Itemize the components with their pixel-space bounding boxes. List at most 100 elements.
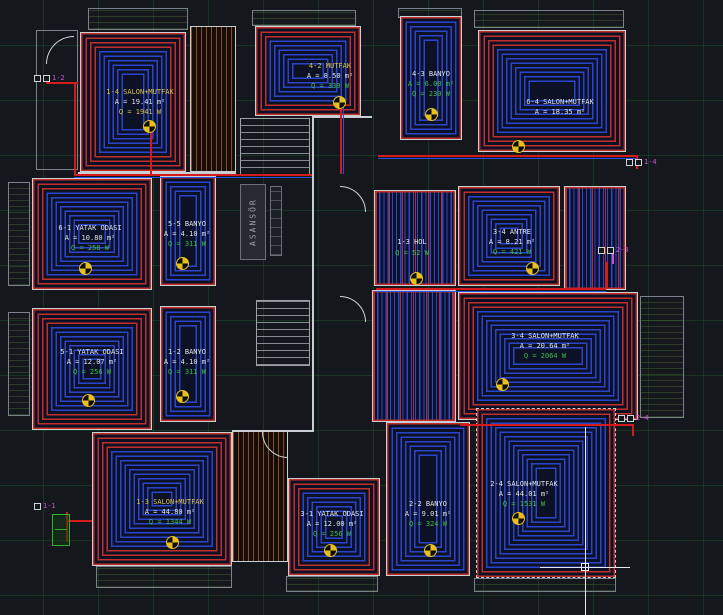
return-pipe (74, 177, 312, 178)
room-5-5-banyo[interactable] (160, 176, 216, 286)
room-label[interactable]: 4-3 BANYO A = 6.00 m² Q = 230 W (408, 70, 454, 98)
room-label[interactable]: 2-2 BANYO A = 9.01 m² Q = 324 W (405, 500, 451, 528)
room-label[interactable]: 2-4 SALON+MUTFAK A = 44.01 m² Q = 1531 W (490, 480, 557, 508)
room-1-4-salon-mutfak[interactable] (80, 32, 186, 172)
room-label[interactable]: 4-2 MUTFAK A = 8.50 m² Q = 330 W (307, 62, 353, 90)
manifold-symbol[interactable] (143, 120, 156, 133)
room-label[interactable]: 3-4 ANTRE A = 8.21 m² Q = 421 W (489, 228, 535, 256)
room-label[interactable]: 1-2 BANYO A = 4.10 m² Q = 311 W (164, 348, 210, 376)
room-3-4-salon-mutfak[interactable] (458, 292, 638, 420)
room-power: Q = 258 W (71, 243, 109, 252)
interior-wall (78, 172, 236, 174)
room-name: 2-2 BANYO (409, 500, 447, 508)
marker-box-icon (43, 74, 50, 82)
manifold-symbol[interactable] (512, 512, 525, 525)
staircase[interactable] (240, 118, 310, 176)
room-power: Q = 311 W (168, 239, 206, 248)
heating-pipe (66, 520, 92, 522)
room-name: 3-4 ANTRE (493, 228, 531, 236)
room-3-4-antre[interactable] (458, 186, 560, 286)
room-power: Q = 256 W (73, 367, 111, 376)
room-name: 1-2 BANYO (168, 348, 206, 356)
riser-marker[interactable]: 1-4 (626, 158, 657, 166)
room-right-strip[interactable] (564, 186, 626, 290)
riser-tag: 2-3 (616, 246, 629, 254)
room-parquet-strip-bottom[interactable] (232, 430, 288, 562)
room-power: Q = 256 W (313, 529, 351, 538)
riser-marker[interactable]: 1-2 (34, 74, 65, 82)
marker-box-icon (607, 246, 614, 254)
room-power: Q = 1344 W (148, 517, 192, 526)
room-label[interactable]: 6-1 YATAK ODASI A = 10.80 m² Q = 258 W (58, 224, 121, 252)
riser-marker[interactable]: 2-4 (618, 414, 649, 422)
room-name: 5-1 YATAK ODASI (60, 348, 124, 356)
room-1-2-banyo[interactable] (160, 306, 216, 422)
room-3-1-yatak-odasi[interactable] (288, 478, 380, 576)
balcony (88, 8, 188, 30)
room-1-3-salon-mutfak[interactable] (92, 432, 232, 566)
heating-pipe (378, 155, 636, 157)
manifold-symbol[interactable] (166, 536, 179, 549)
boiler-unit[interactable] (52, 514, 70, 546)
manifold-symbol[interactable] (512, 140, 525, 153)
room-label[interactable]: 3-1 YATAK ODASI A = 12.00 m² Q = 256 W (300, 510, 363, 538)
room-label[interactable]: 1-3 HOL Q = 52 W (395, 238, 429, 258)
manifold-symbol[interactable] (333, 96, 346, 109)
manifold-symbol[interactable] (425, 108, 438, 121)
elevator-label-plate[interactable]: ASANSÖR (240, 184, 266, 260)
heating-pipe (74, 82, 76, 174)
manifold-symbol[interactable] (324, 544, 337, 557)
room-area: A = 12.07 m² (66, 357, 118, 366)
crosshair-vertical-line (584, 427, 586, 615)
heating-pipe (340, 104, 342, 174)
manifold-symbol[interactable] (82, 394, 95, 407)
room-power: Q = 324 W (409, 519, 447, 528)
room-power: Q = 311 W (168, 367, 206, 376)
manifold-symbol[interactable] (496, 378, 509, 391)
heating-pipe (606, 262, 608, 288)
marker-box-icon (627, 414, 634, 422)
door-swing-arc (340, 296, 366, 322)
riser-tag: 1-1 (43, 502, 56, 510)
stair-lower-flight[interactable] (256, 300, 310, 366)
room-area: A = 10.80 m² (64, 233, 116, 242)
room-1-3-hol[interactable] (374, 190, 456, 286)
room-name: 6-1 YATAK ODASI (58, 224, 122, 232)
heating-pipe (150, 132, 152, 174)
room-power: Q = 1941 W (118, 107, 162, 116)
room-label[interactable]: 6-4 SALON+MUTFAK A = 18.35 m² (526, 98, 593, 118)
manifold-symbol[interactable] (410, 272, 423, 285)
room-2-4-salon-mutfak-selected[interactable] (476, 408, 616, 578)
marker-box-icon (34, 502, 41, 510)
room-label[interactable]: 5-1 YATAK ODASI A = 12.07 m² Q = 256 W (60, 348, 123, 376)
manifold-symbol[interactable] (176, 390, 189, 403)
room-5-1-yatak-odasi[interactable] (32, 308, 152, 430)
manifold-symbol[interactable] (176, 257, 189, 270)
room-label[interactable]: 5-5 BANYO A = 4.10 m² Q = 311 W (164, 220, 210, 248)
room-area: A = 9.01 m² (404, 509, 452, 518)
room-label[interactable]: 1-3 SALON+MUTFAK A = 44.80 m² Q = 1344 W (136, 498, 203, 526)
riser-tag: 1-2 (52, 74, 65, 82)
room-area: A = 12.00 m² (306, 519, 358, 528)
balcony (286, 576, 378, 592)
room-6-4-salon-mutfak[interactable] (478, 30, 626, 152)
room-area: A = 6.00 m² (407, 79, 455, 88)
manifold-symbol[interactable] (526, 262, 539, 275)
manifold-symbol[interactable] (79, 262, 92, 275)
room-mid-serpentine[interactable] (372, 290, 456, 422)
room-label[interactable]: 3-4 SALON+MUTFAK A = 20.64 m² Q = 2064 W (511, 332, 578, 360)
room-parquet-strip-top[interactable] (190, 26, 236, 172)
marker-box-icon (618, 414, 625, 422)
riser-marker[interactable]: 1-1 (34, 502, 56, 510)
heating-pipe (74, 174, 312, 176)
manifold-symbol[interactable] (424, 544, 437, 557)
riser-marker[interactable]: 2-3 (598, 246, 629, 254)
corridor-wall (312, 116, 314, 432)
room-name: 4-3 BANYO (412, 70, 450, 78)
elevator-shaft[interactable] (270, 186, 282, 256)
room-label[interactable]: 1-4 SALON+MUTFAK A = 19.41 m² Q = 1941 W (106, 88, 173, 116)
room-6-1-yatak-odasi[interactable] (32, 178, 152, 290)
room-name: 3-1 YATAK ODASI (300, 510, 364, 518)
door-swing-arc (340, 186, 366, 212)
